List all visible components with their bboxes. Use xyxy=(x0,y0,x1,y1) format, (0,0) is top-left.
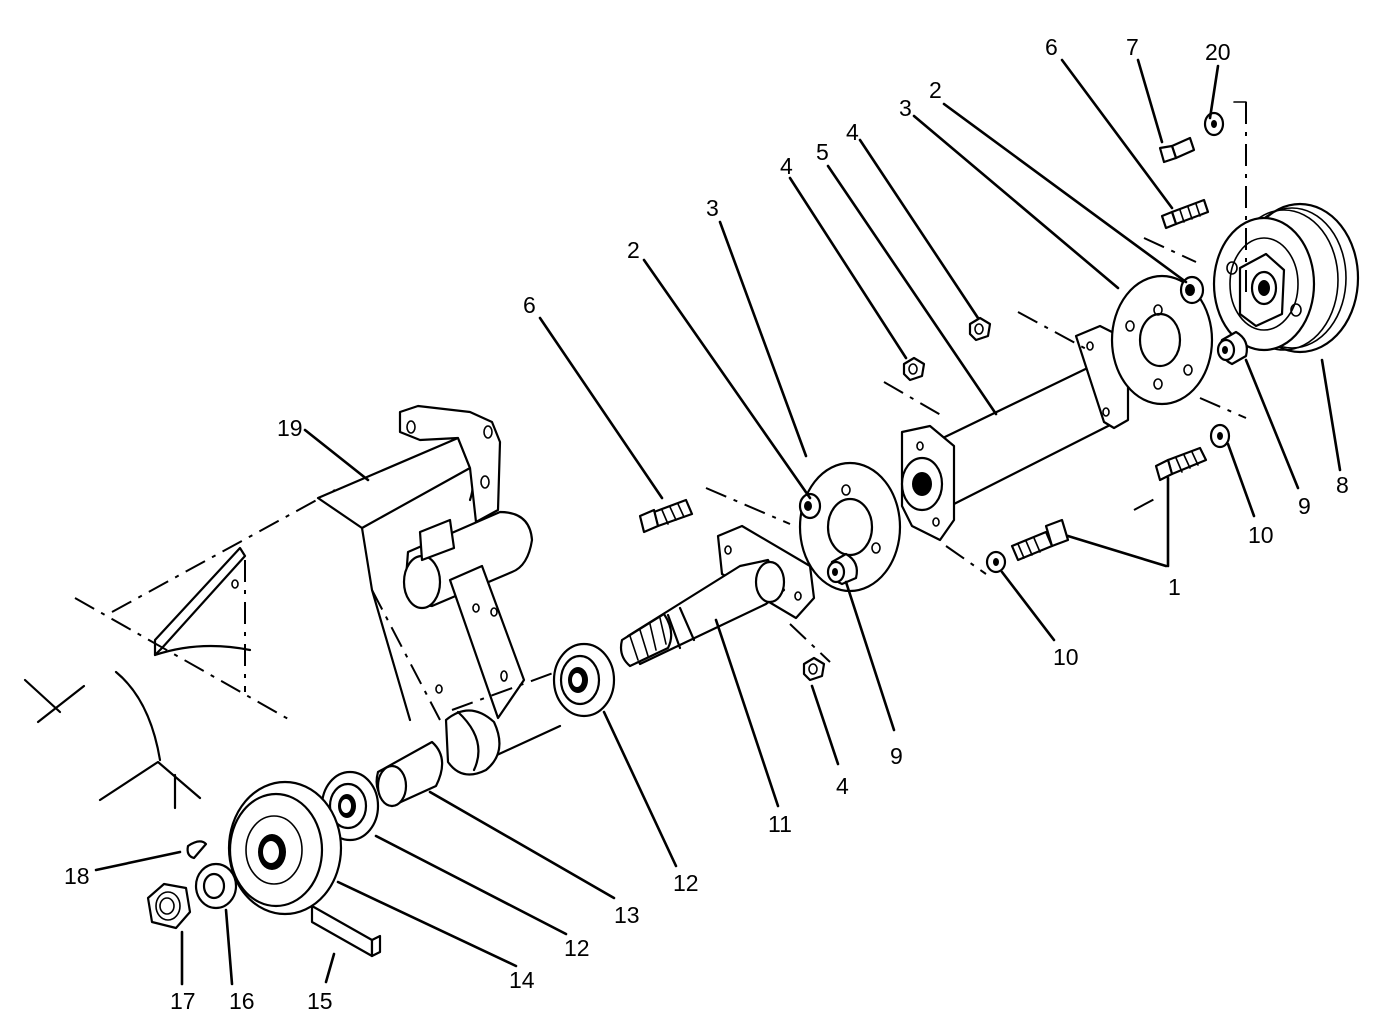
callout-4-b: 4 xyxy=(846,119,859,145)
drive-pulley xyxy=(227,780,343,916)
nut-2-right xyxy=(1179,275,1205,305)
drive-shaft xyxy=(619,524,816,668)
hub-flange-right xyxy=(1017,274,1247,419)
callout-labels: 19 6 2 3 4 5 4 3 2 6 7 20 8 9 10 1 10 9 … xyxy=(64,34,1349,1014)
callout-14: 14 xyxy=(509,967,535,993)
callout-7: 7 xyxy=(1126,34,1139,60)
bolt-6-right xyxy=(1143,198,1210,263)
bolt-6-left xyxy=(638,487,791,534)
callout-15: 15 xyxy=(307,988,333,1014)
callout-12-inner: 12 xyxy=(564,935,590,961)
key-square xyxy=(310,904,382,958)
callout-13: 13 xyxy=(614,902,640,928)
hex-nut xyxy=(146,882,192,930)
callout-9-right: 9 xyxy=(1298,493,1311,519)
callout-20: 20 xyxy=(1205,39,1231,65)
frame-housing xyxy=(23,404,562,810)
washer-10-lower xyxy=(945,545,1007,575)
callout-17: 17 xyxy=(170,988,196,1014)
bolt-1-upper xyxy=(1133,446,1208,511)
callout-18: 18 xyxy=(64,863,90,889)
callout-8: 8 xyxy=(1336,472,1349,498)
bearing-outer xyxy=(552,642,616,718)
callout-11: 11 xyxy=(768,811,792,837)
spacer-tube xyxy=(375,740,444,808)
callout-2-left: 2 xyxy=(627,237,640,263)
callout-12-outer: 12 xyxy=(673,870,699,896)
callout-4-a: 4 xyxy=(780,153,793,179)
leader-lines xyxy=(94,58,1342,986)
woodruff-key xyxy=(186,840,208,860)
callout-9-left: 9 xyxy=(890,743,903,769)
nut-4-b xyxy=(968,316,992,342)
callout-6-right: 6 xyxy=(1045,34,1058,60)
nut-4-c xyxy=(789,623,831,682)
callout-3-left: 3 xyxy=(706,195,719,221)
nut-9-right xyxy=(1216,330,1248,366)
center-tube xyxy=(900,324,1130,542)
callout-2-right: 2 xyxy=(929,77,942,103)
callout-5: 5 xyxy=(816,139,829,165)
callout-10-upper: 10 xyxy=(1248,522,1274,548)
washer-20 xyxy=(1203,111,1225,137)
bolt-1-lower xyxy=(1010,518,1070,562)
callout-6-left: 6 xyxy=(523,292,536,318)
callout-3-right: 3 xyxy=(899,95,912,121)
nut-4-a xyxy=(883,356,947,419)
washer xyxy=(194,862,238,910)
callout-4-c: 4 xyxy=(836,773,849,799)
callout-10-lower: 10 xyxy=(1053,644,1079,670)
bolt-7 xyxy=(1158,136,1196,164)
driven-pulley xyxy=(1212,101,1360,354)
callout-19: 19 xyxy=(277,415,303,441)
hub-flange-left xyxy=(798,461,902,593)
washer-10-upper xyxy=(1209,423,1231,449)
callout-16: 16 xyxy=(229,988,255,1014)
callout-1: 1 xyxy=(1168,574,1181,600)
